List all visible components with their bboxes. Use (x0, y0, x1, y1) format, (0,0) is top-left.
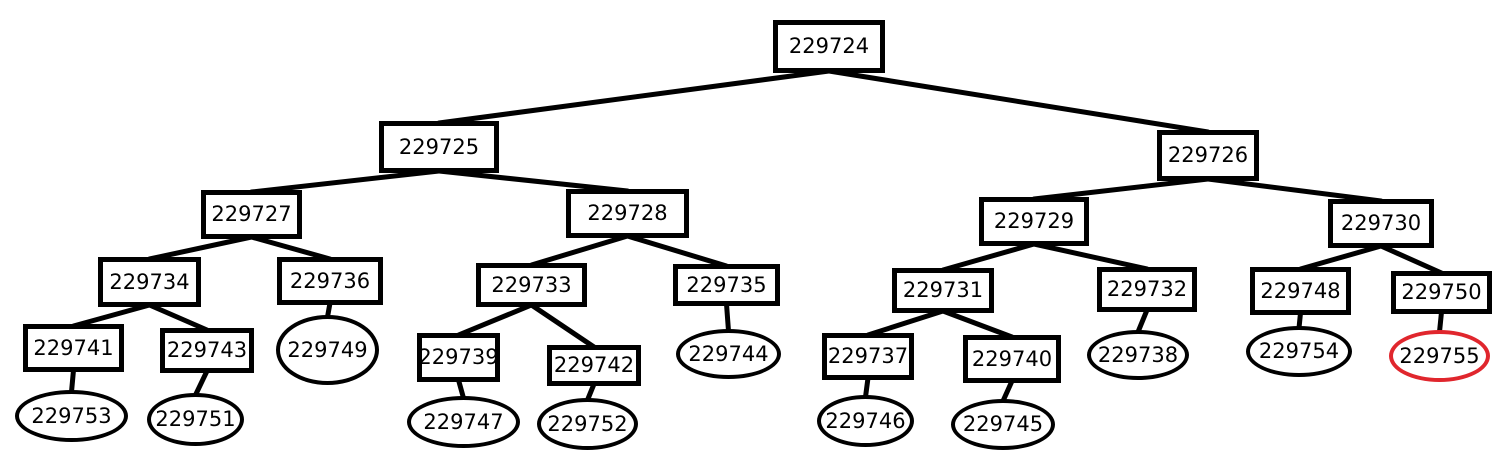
node-229725: 229725 (379, 121, 499, 173)
node-229726: 229726 (1157, 130, 1259, 181)
node-229724: 229724 (773, 20, 885, 73)
edge-229725-229728 (436, 168, 630, 194)
node-229731: 229731 (892, 268, 994, 313)
node-label: 229755 (1399, 343, 1480, 368)
edge-229733-229739 (456, 302, 534, 338)
node-label: 229750 (1401, 280, 1482, 304)
node-229749: 229749 (276, 315, 379, 385)
edge-229737-229746 (863, 375, 871, 400)
node-label: 229743 (166, 338, 248, 362)
node-label: 229727 (211, 202, 292, 226)
node-label: 229731 (902, 278, 984, 302)
node-label: 229734 (109, 269, 190, 294)
node-229729: 229729 (979, 197, 1089, 246)
edge-229729-229732 (1031, 241, 1150, 272)
edge-229724-229726 (826, 68, 1211, 135)
node-229733: 229733 (476, 263, 587, 307)
node-label: 229748 (1260, 278, 1341, 303)
node-label: 229739 (418, 345, 499, 369)
node-229735: 229735 (673, 264, 780, 306)
edge-229728-229733 (529, 233, 630, 268)
edge-229726-229729 (1031, 176, 1211, 202)
edge-229739-229747 (456, 377, 466, 401)
node-229741: 229741 (23, 324, 124, 372)
node-label: 229751 (155, 407, 236, 431)
node-label: 229736 (289, 268, 371, 293)
edge-229750-229755 (1437, 309, 1444, 335)
node-label: 229737 (827, 344, 909, 368)
node-229755: 229755 (1389, 330, 1490, 382)
node-label: 229725 (398, 134, 480, 159)
node-229734: 229734 (98, 257, 201, 307)
edge-229735-229744 (724, 301, 731, 334)
node-label: 229732 (1106, 277, 1188, 301)
node-229728: 229728 (566, 189, 689, 238)
node-label: 229752 (547, 411, 628, 436)
node-label: 229724 (788, 34, 870, 58)
node-229745: 229745 (951, 399, 1055, 450)
node-229740: 229740 (963, 335, 1061, 383)
edge-229736-229749 (325, 300, 333, 320)
node-229736: 229736 (277, 257, 383, 305)
node-229732: 229732 (1097, 267, 1197, 312)
node-label: 229726 (1167, 143, 1249, 167)
node-label: 229740 (971, 346, 1053, 371)
node-229727: 229727 (201, 190, 302, 239)
edge-229734-229741 (71, 302, 152, 329)
node-229753: 229753 (15, 390, 128, 442)
node-229730: 229730 (1328, 199, 1434, 248)
node-label: 229729 (993, 209, 1075, 233)
node-label: 229754 (1258, 339, 1340, 363)
node-229751: 229751 (147, 393, 244, 446)
edge-229743-229751 (193, 368, 210, 398)
node-label: 229730 (1340, 211, 1422, 235)
node-229737: 229737 (822, 333, 914, 380)
edge-229740-229745 (1000, 378, 1015, 404)
edge-229728-229735 (625, 233, 729, 269)
node-label: 229735 (686, 272, 767, 297)
node-229742: 229742 (547, 345, 641, 386)
node-label: 229742 (553, 353, 635, 377)
node-label: 229728 (587, 201, 668, 225)
node-label: 229733 (491, 272, 572, 297)
node-label: 229746 (825, 408, 906, 433)
node-label: 229749 (287, 337, 368, 362)
edge-229727-229736 (249, 234, 333, 262)
node-229752: 229752 (537, 398, 638, 450)
edge-229731-229740 (940, 308, 1015, 340)
node-229739: 229739 (417, 333, 500, 382)
edge-229742-229752 (585, 381, 597, 403)
node-229743: 229743 (160, 328, 254, 373)
edge-229731-229737 (865, 308, 946, 338)
edge-229741-229753 (69, 367, 76, 395)
node-229748: 229748 (1250, 267, 1351, 315)
node-229754: 229754 (1246, 326, 1352, 377)
edge-229724-229725 (436, 68, 832, 126)
edge-229725-229727 (249, 168, 442, 195)
edge-229727-229734 (147, 234, 254, 262)
edge-229726-229730 (1205, 176, 1384, 204)
node-229747: 229747 (407, 396, 520, 448)
edge-229729-229731 (940, 241, 1037, 273)
node-229746: 229746 (817, 395, 914, 447)
node-229744: 229744 (676, 329, 781, 379)
node-229750: 229750 (1391, 271, 1492, 314)
edge-229730-229750 (1378, 243, 1444, 276)
node-229738: 229738 (1087, 330, 1189, 380)
edge-229730-229748 (1298, 243, 1384, 272)
edge-229732-229738 (1135, 307, 1150, 335)
node-label: 229744 (688, 341, 769, 366)
edge-229733-229742 (529, 302, 597, 350)
node-label: 229738 (1097, 342, 1179, 367)
node-label: 229741 (33, 335, 114, 360)
edge-229734-229743 (147, 302, 210, 333)
node-label: 229753 (31, 403, 112, 428)
node-label: 229747 (423, 409, 504, 434)
node-label: 229745 (962, 412, 1044, 436)
